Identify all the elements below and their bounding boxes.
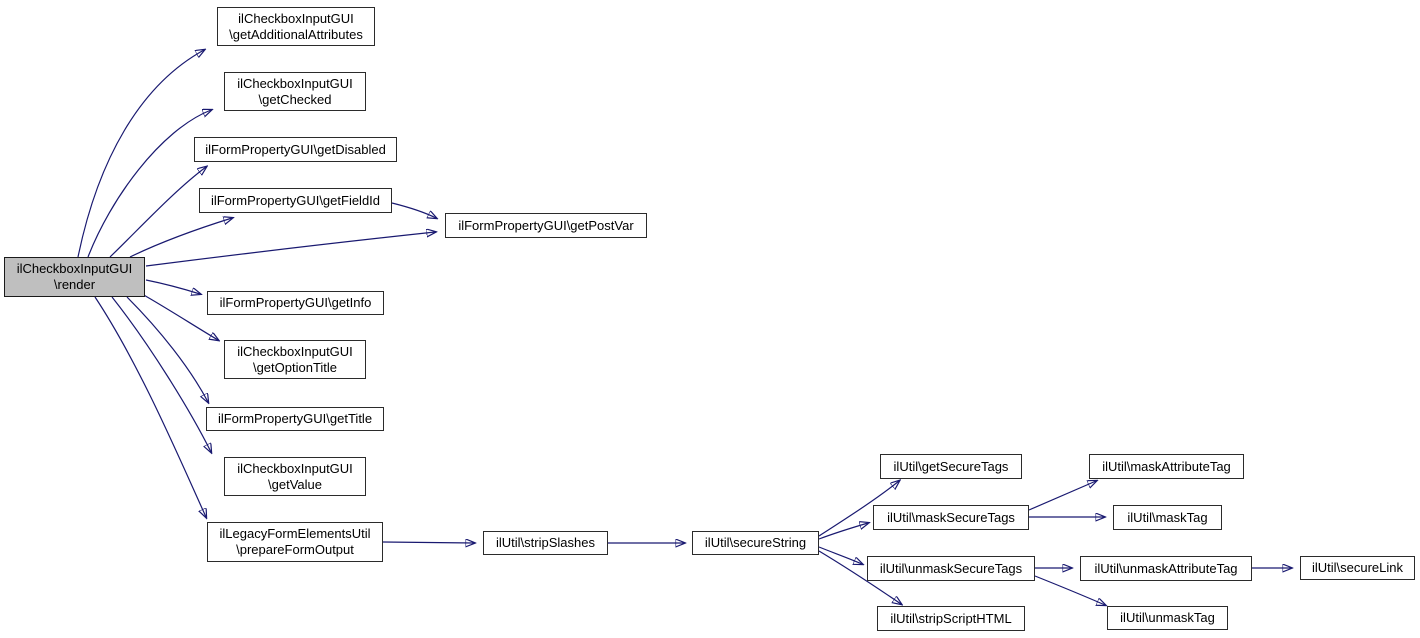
node-ilutil-unmaskattributetag[interactable]: ilUtil\unmaskAttributeTag	[1080, 556, 1252, 581]
edge-prepare-form-output-to-strip-slashes	[382, 542, 474, 543]
node-ilutil-securelink[interactable]: ilUtil\secureLink	[1300, 556, 1415, 580]
node-ilutil-securestring[interactable]: ilUtil\secureString	[692, 531, 819, 555]
edge-render-to-get-field-id	[129, 218, 232, 258]
edge-get-field-id-to-get-post-var	[391, 202, 436, 218]
node-ilformpropertygui-getdisabled[interactable]: ilFormPropertyGUI\getDisabled	[194, 137, 397, 162]
edge-render-to-prepare-form-output	[94, 296, 206, 517]
edge-secure-string-to-mask-secure-tags	[818, 523, 868, 540]
edge-render-to-get-title	[126, 296, 208, 402]
edge-render-to-get-checked	[87, 110, 211, 258]
node-ilcheckboxinputgui-getoptiontitle[interactable]: ilCheckboxInputGUI \getOptionTitle	[224, 340, 366, 379]
node-ilutil-masktag[interactable]: ilUtil\maskTag	[1113, 505, 1222, 530]
node-ilformpropertygui-getpostvar[interactable]: ilFormPropertyGUI\getPostVar	[445, 213, 647, 238]
node-illegacyformelementsutil-prepareformoutput[interactable]: ilLegacyFormElementsUtil \prepareFormOut…	[207, 522, 383, 562]
node-ilutil-masksecuretags[interactable]: ilUtil\maskSecureTags	[873, 505, 1029, 530]
edge-mask-secure-tags-to-mask-attribute-tag	[1028, 481, 1096, 511]
node-ilcheckboxinputgui-render[interactable]: ilCheckboxInputGUI \render	[4, 257, 145, 297]
node-ilcheckboxinputgui-getadditionalattributes[interactable]: ilCheckboxInputGUI \getAdditionalAttribu…	[217, 7, 375, 46]
edge-secure-string-to-unmask-secure-tags	[818, 546, 862, 564]
node-ilformpropertygui-gettitle[interactable]: ilFormPropertyGUI\getTitle	[206, 407, 384, 431]
node-ilutil-getsecuretags[interactable]: ilUtil\getSecureTags	[880, 454, 1022, 479]
node-ilformpropertygui-getfieldid[interactable]: ilFormPropertyGUI\getFieldId	[199, 188, 392, 213]
edge-unmask-secure-tags-to-unmask-tag	[1034, 575, 1105, 605]
edge-render-to-get-additional-attributes	[77, 50, 204, 258]
node-ilutil-unmasktag[interactable]: ilUtil\unmaskTag	[1107, 606, 1228, 630]
node-ilutil-maskattributetag[interactable]: ilUtil\maskAttributeTag	[1089, 454, 1244, 479]
node-ilcheckboxinputgui-getchecked[interactable]: ilCheckboxInputGUI \getChecked	[224, 72, 366, 111]
node-ilutil-unmasksecuretags[interactable]: ilUtil\unmaskSecureTags	[867, 556, 1035, 581]
edge-render-to-get-info	[145, 279, 200, 294]
edge-render-to-get-disabled	[109, 167, 206, 258]
edge-render-to-get-post-var	[145, 232, 435, 267]
edge-secure-string-to-strip-script-html	[818, 550, 901, 604]
node-ilutil-stripslashes[interactable]: ilUtil\stripSlashes	[483, 531, 608, 555]
edge-render-to-get-value	[111, 296, 211, 452]
edge-secure-string-to-get-secure-tags	[818, 481, 899, 537]
node-ilcheckboxinputgui-getvalue[interactable]: ilCheckboxInputGUI \getValue	[224, 457, 366, 496]
node-ilformpropertygui-getinfo[interactable]: ilFormPropertyGUI\getInfo	[207, 291, 384, 315]
node-ilutil-stripscripthtml[interactable]: ilUtil\stripScriptHTML	[877, 606, 1025, 631]
edge-render-to-get-option-title	[141, 293, 218, 340]
